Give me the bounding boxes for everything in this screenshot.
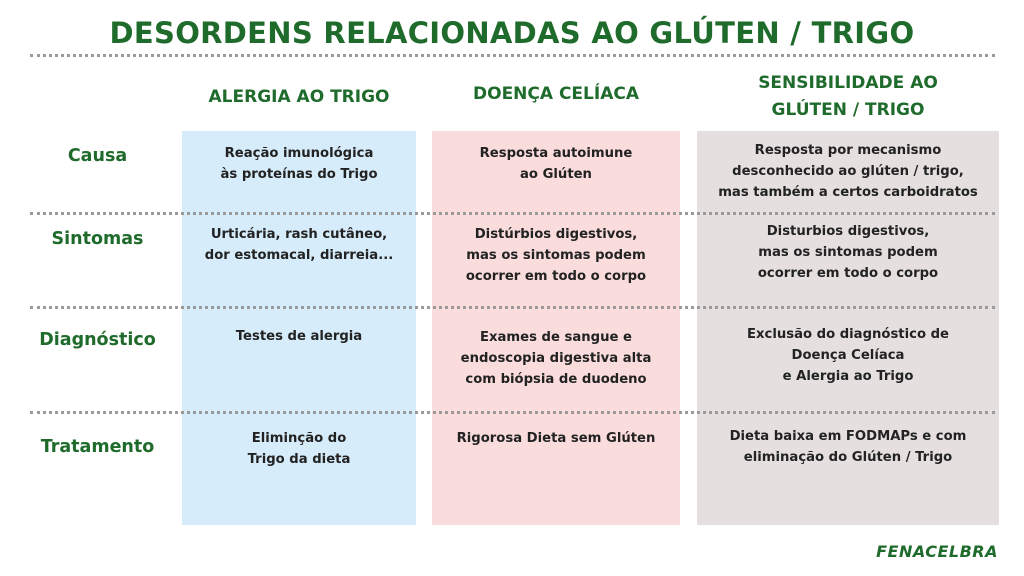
cell-line: mas os sintomas podem [758, 245, 938, 260]
cell-line: mas também a certos carboidratos [718, 185, 978, 200]
column-header-line: ALERGIA AO TRIGO [208, 87, 390, 107]
column-header-line: SENSIBILIDADE AO [758, 73, 938, 93]
cell-line: ao Glúten [520, 167, 592, 182]
cell-line: desconhecido ao glúten / trigo, [732, 164, 964, 179]
row-label-causa: Causa [67, 146, 128, 166]
cell-line: Exclusão do diagnóstico de [746, 327, 949, 342]
row-label-diagnostico: Diagnóstico [39, 330, 156, 350]
cell-line: Disturbios digestivos, [766, 224, 930, 239]
cell-line: ocorrer em todo o corpo [757, 266, 939, 281]
footer-brand: FENACELBRA [876, 542, 998, 561]
column-bg-celiaca [432, 131, 680, 525]
cell-sintomas-alergia: Urticária, rash cutâneo, dor estomacal, … [182, 224, 416, 266]
cell-line: Urticária, rash cutâneo, [210, 227, 388, 242]
cell-line: e Alergia ao Trigo [782, 369, 914, 384]
cell-tratamento-celiaca: Rigorosa Dieta sem Glúten [432, 428, 680, 449]
column-header-sensibilidade: SENSIBILIDADE AO GLÚTEN / TRIGO [697, 70, 999, 124]
cell-line: com biópsia de duodeno [465, 372, 647, 387]
cell-line: Eliminção do [251, 431, 347, 446]
cell-diagnostico-alergia: Testes de alergia [182, 326, 416, 347]
cell-line: Distúrbios digestivos, [474, 227, 638, 242]
cell-line: Dieta baixa em FODMAPs e com [729, 429, 967, 444]
column-header-alergia: ALERGIA AO TRIGO [182, 84, 416, 111]
cell-sintomas-celiaca: Distúrbios digestivos, mas os sintomas p… [432, 224, 680, 287]
cell-line: dor estomacal, diarreia... [204, 248, 394, 263]
column-header-line: DOENÇA CELÍACA [473, 84, 639, 104]
cell-line: eliminação do Glúten / Trigo [743, 450, 953, 465]
page-title: DESORDENS RELACIONADAS AO GLÚTEN / TRIGO [109, 16, 915, 50]
column-bg-alergia [182, 131, 416, 525]
row-divider [30, 411, 995, 414]
cell-line: Exames de sangue e [480, 330, 632, 345]
cell-line: ocorrer em todo o corpo [465, 269, 647, 284]
title-divider [30, 54, 995, 57]
cell-tratamento-alergia: Eliminção do Trigo da dieta [182, 428, 416, 470]
cell-line: Reação imunológica [224, 146, 374, 161]
row-divider [30, 306, 995, 309]
cell-diagnostico-sensibilidade: Exclusão do diagnóstico de Doença Celíac… [697, 324, 999, 387]
cell-line: Rigorosa Dieta sem Glúten [456, 431, 656, 446]
column-header-line: GLÚTEN / TRIGO [771, 100, 925, 120]
cell-line: Testes de alergia [235, 329, 363, 344]
column-bg-sensibilidade [697, 131, 999, 525]
row-label-tratamento: Tratamento [40, 437, 155, 457]
column-header-celiaca: DOENÇA CELÍACA [432, 81, 680, 108]
cell-line: endoscopia digestiva alta [460, 351, 652, 366]
cell-line: Resposta autoimune [479, 146, 633, 161]
cell-diagnostico-celiaca: Exames de sangue e endoscopia digestiva … [432, 327, 680, 390]
cell-causa-celiaca: Resposta autoimune ao Glúten [432, 143, 680, 185]
row-divider [30, 212, 995, 215]
cell-line: Doença Celíaca [791, 348, 905, 363]
row-label-sintomas: Sintomas [51, 229, 144, 249]
cell-line: Resposta por mecanismo [754, 143, 942, 158]
cell-causa-sensibilidade: Resposta por mecanismo desconhecido ao g… [697, 140, 999, 203]
cell-line: mas os sintomas podem [466, 248, 646, 263]
cell-causa-alergia: Reação imunológica às proteínas do Trigo [182, 143, 416, 185]
cell-line: Trigo da dieta [247, 452, 351, 467]
cell-sintomas-sensibilidade: Disturbios digestivos, mas os sintomas p… [697, 221, 999, 284]
cell-tratamento-sensibilidade: Dieta baixa em FODMAPs e com eliminação … [697, 426, 999, 468]
cell-line: às proteínas do Trigo [220, 167, 378, 182]
